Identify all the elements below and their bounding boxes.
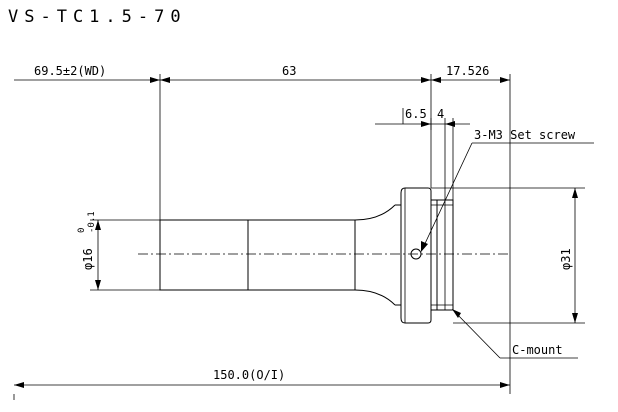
extension-lines <box>13 74 585 400</box>
front-barrel <box>159 204 396 306</box>
flange-offset-label: 17.526 <box>446 64 489 78</box>
set-screw-leader <box>421 142 594 252</box>
overall-length-label: 150.0(O/I) <box>213 368 285 382</box>
body-length-label: 63 <box>282 64 296 78</box>
wd-dimension-label: 69.5±2(WD) <box>34 64 106 78</box>
overall-length-dimension <box>14 382 510 388</box>
c-mount-thread <box>430 199 454 311</box>
set-screw-callout: 3-M3 Set screw <box>474 128 576 142</box>
model-title: VS-TC1.5-70 <box>8 7 187 27</box>
front-tol-lower: -0.1 <box>87 211 97 233</box>
screw-width-label: 4 <box>437 107 444 121</box>
mount-diameter-label: φ31 <box>559 248 573 270</box>
screw-offset-label: 6.5 <box>405 107 427 121</box>
mount-diameter-dimension <box>572 188 578 323</box>
front-diameter-label: φ16 <box>81 248 95 270</box>
top-dimension-row <box>14 77 510 83</box>
lens-body <box>395 187 432 324</box>
c-mount-callout: C-mount <box>512 343 563 357</box>
screw-dimension <box>375 108 470 127</box>
front-tol-upper: 0 <box>77 228 87 233</box>
front-diameter-dimension <box>95 220 101 290</box>
set-screw-hole <box>410 248 422 260</box>
c-mount-leader <box>452 309 578 359</box>
